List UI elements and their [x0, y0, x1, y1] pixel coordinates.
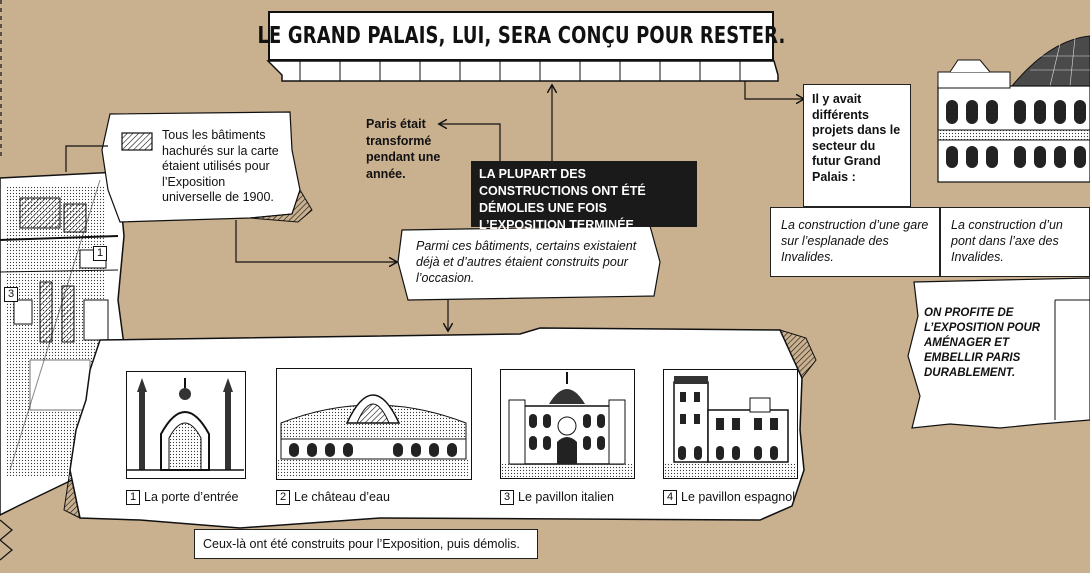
water-castle-illustration	[276, 368, 472, 480]
gate-illustration	[126, 371, 246, 479]
paris-note: Paris était transformé pendant une année…	[366, 117, 441, 181]
durable-note: ON PROFITE DE L’EXPOSITION POUR AMÉNAGER…	[924, 307, 1041, 379]
spanish-pavilion-illustration	[663, 369, 798, 479]
project-2-box: La construction d’un pont dans l’axe des…	[940, 207, 1090, 277]
map-marker-3: 3	[4, 286, 22, 304]
project-2-text: La construction d’un pont dans l’axe des…	[951, 218, 1063, 264]
project-1-text: La construction d’une gare sur l’esplana…	[781, 218, 929, 264]
projects-note: Il y avait différents projets dans le se…	[812, 92, 901, 184]
italian-pavilion-illustration	[500, 369, 635, 479]
existing-note: Parmi ces bâtiments, certains existaient…	[416, 239, 637, 285]
main-title: LE GRAND PALAIS, LUI, SERA CONÇU POUR RE…	[257, 23, 785, 49]
project-1-box: La construction d’une gare sur l’esplana…	[770, 207, 940, 277]
built-note-box: Ceux-là ont été construits pour l’Exposi…	[194, 529, 538, 559]
projects-box: Il y avait différents projets dans le se…	[803, 84, 911, 207]
built-note: Ceux-là ont été construits pour l’Exposi…	[203, 537, 520, 551]
demolished-note: LA PLUPART DES CONSTRUCTIONS ONT ÉTÉ DÉM…	[471, 161, 697, 232]
title-banner: LE GRAND PALAIS, LUI, SERA CONÇU POUR RE…	[257, 11, 785, 69]
grand-palais-illustration	[937, 35, 1090, 183]
map-marker-1: 1	[93, 245, 111, 263]
legend-text: Tous les bâtiments hachurés sur la carte…	[162, 128, 279, 204]
